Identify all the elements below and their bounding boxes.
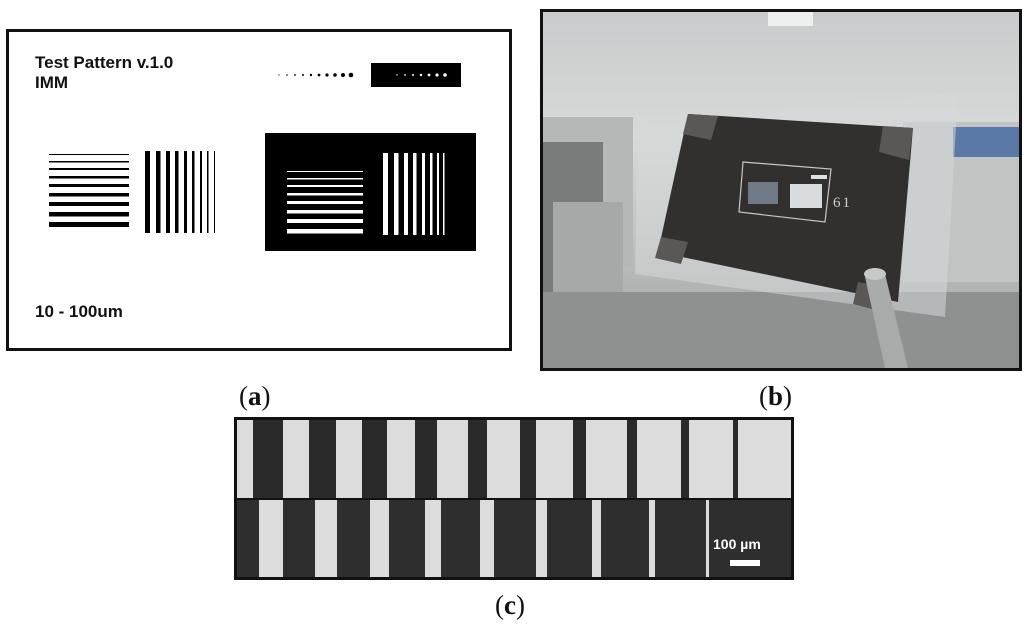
inverted-dot-series — [371, 63, 461, 87]
pattern-title: Test Pattern v.1.0 IMM — [35, 53, 174, 92]
panel-label-a: (a) — [239, 381, 271, 411]
scale-bar — [730, 560, 760, 566]
panel-label-b: (b) — [759, 381, 793, 411]
micrograph-stripes — [237, 420, 791, 577]
pattern-scale-text: 10 - 100um — [35, 302, 123, 321]
test-pattern-figure: Test Pattern v.1.0 IMM — [6, 29, 512, 351]
slide-number: 61 — [833, 195, 852, 211]
panel-label-c: (c) — [495, 590, 525, 620]
scale-bar-label: 100 µm — [713, 536, 761, 552]
horizontal-lines-group — [49, 154, 129, 227]
lab-background — [543, 12, 1019, 368]
vertical-lines-group — [145, 151, 215, 233]
slide-photograph: 61 — [540, 9, 1022, 371]
dot-series — [278, 72, 354, 78]
inverted-line-pattern — [265, 133, 476, 251]
micrograph-image: 100 µm — [234, 417, 794, 580]
